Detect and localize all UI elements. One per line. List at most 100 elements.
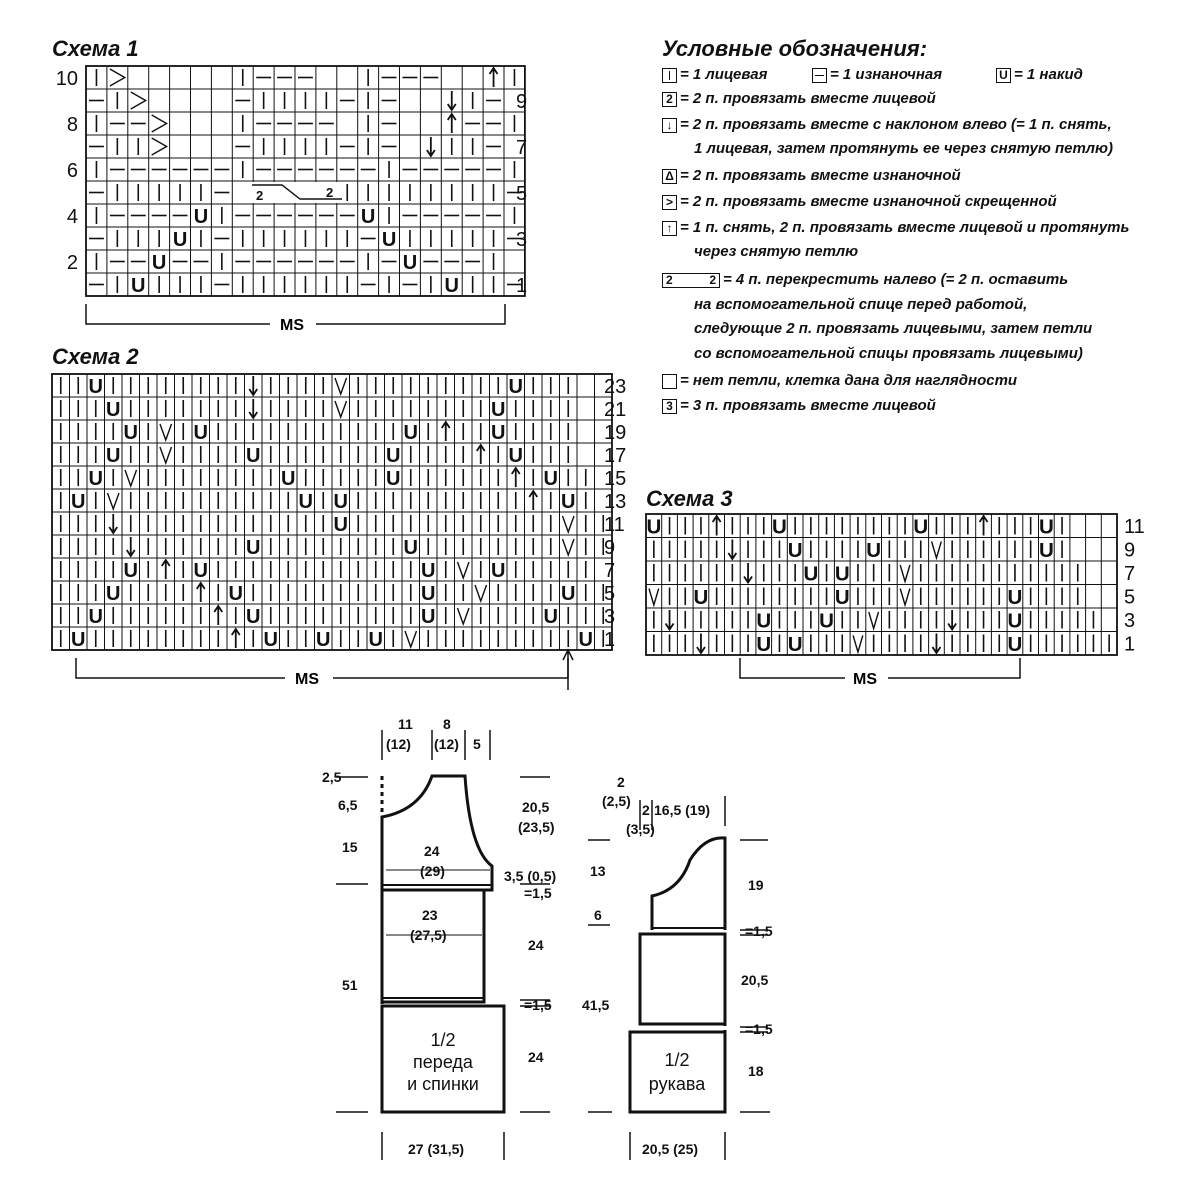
k3tog-symbol: [648, 588, 660, 608]
yarn-over-symbol: U: [316, 629, 330, 651]
yarn-over-symbol: U: [421, 583, 435, 605]
yarn-over-symbol: U: [835, 563, 850, 586]
yarn-over-symbol: U: [334, 491, 348, 513]
dim-label: 27 (31,5): [408, 1141, 464, 1157]
k2tog-symbol-icon: 2: [662, 91, 677, 107]
yarn-over-symbol: U: [382, 229, 396, 251]
scheme3-title: Схема 3: [646, 486, 733, 511]
body-schematic: [336, 730, 550, 1160]
dim-label: (29): [420, 863, 445, 879]
yarn-over-symbol: U: [106, 445, 120, 467]
k3tog-symbol: [334, 377, 348, 397]
cable-symbol: [252, 184, 342, 200]
yarn-over-symbol: U: [131, 275, 145, 297]
arrow-down-symbol: [664, 610, 675, 632]
legend-text: = 1 накид: [1014, 66, 1083, 83]
yarn-over-symbol: U: [788, 633, 803, 656]
k3tog-symbol: [456, 607, 470, 627]
body-dimension-labels: 11 (12) 8 (12) 5 2,5 6,5 15 51 24 (29) 2…: [322, 716, 609, 1157]
yarn-over-symbol: U: [491, 422, 505, 444]
k3tog-symbol: [106, 492, 120, 512]
yarn-over-symbol: U: [756, 610, 771, 633]
legend-k3tog: 3= 3 п. провязать вместе лицевой: [662, 397, 936, 414]
row-number: 5: [516, 183, 527, 205]
row-number: 3: [604, 606, 615, 628]
yarn-over-symbol: U: [334, 514, 348, 536]
yarn-over-symbol: U: [803, 563, 818, 586]
yarn-over-symbol: U: [106, 399, 120, 421]
arrow-up-symbol: [711, 514, 722, 536]
legend-text: = 1 п. снять, 2 п. провязать вместе лице…: [680, 219, 1130, 236]
cable-background: [250, 182, 342, 203]
k3tog-symbol: [561, 538, 575, 558]
dim-label: =1,5: [745, 1021, 773, 1037]
row-number: 5: [604, 583, 615, 605]
k3tog-symbol-icon: 3: [662, 398, 677, 414]
legend-text: на вспомогательной спице перед работой,: [694, 296, 1028, 313]
sleeve-dimension-labels: 2 (2,5) 2 (3,5) 16,5 (19) 13 6 19 =1,5 2…: [590, 774, 773, 1157]
yarn-over-symbol: U: [386, 468, 400, 490]
arrow-up-symbol: [511, 466, 521, 487]
decrease-symbol: [151, 137, 169, 156]
yarn-over-symbol: U: [124, 422, 138, 444]
legend-text: со вспомогательной спицы провязать лицев…: [694, 345, 1083, 362]
row-number: 9: [516, 91, 527, 113]
dim-label: 18: [748, 1063, 764, 1079]
arrow-down-symbol-icon: ↓: [662, 117, 677, 133]
dim-label: 13: [590, 863, 606, 879]
yarn-over-symbol: U: [509, 376, 523, 398]
yarn-over-symbol: U: [866, 539, 881, 562]
yarn-over-symbol: U: [403, 252, 417, 274]
yarn-over-symbol: U: [509, 445, 523, 467]
dim-label: 2: [642, 802, 650, 818]
yarn-over-symbol: U: [229, 583, 243, 605]
p2tog-symbol-icon: Δ: [662, 168, 677, 184]
k3tog-symbol: [899, 564, 911, 584]
dim-label: =1,5: [524, 885, 552, 901]
dim-label: 2,5: [322, 769, 342, 785]
yarn-over-symbol: U: [281, 468, 295, 490]
yarn-over-symbol: U: [788, 539, 803, 562]
yarn-over-symbol: U: [544, 468, 558, 490]
legend-cable-cont1: на вспомогательной спице перед работой,: [694, 296, 1027, 313]
yarn-over-symbol: U: [579, 629, 593, 651]
dim-label: 20,5 (25): [642, 1141, 698, 1157]
legend-ssk-cont: 1 лицевая, затем протянуть ее через снят…: [694, 140, 1113, 157]
arrow-up-symbol: [441, 420, 451, 441]
yarn-over-symbol: U: [106, 583, 120, 605]
dim-label: (27,5): [410, 927, 447, 943]
yarn-over-symbol: U: [404, 422, 418, 444]
dim-label: 8: [443, 716, 451, 732]
scheme2-title: Схема 2: [52, 344, 139, 369]
sleeve-schematic: [588, 796, 770, 1160]
yarn-over-symbol: U: [646, 516, 661, 539]
dim-label: 24: [424, 843, 440, 859]
dim-label: =1,5: [524, 997, 552, 1013]
arrow-up-symbol-icon: ↑: [662, 220, 677, 236]
row-number: 9: [604, 537, 615, 559]
arrow-down-symbol: [108, 514, 118, 535]
yarn-over-symbol: U: [561, 583, 575, 605]
row-number: 7: [516, 137, 527, 159]
legend-p2togtbl: >= 2 п. провязать вместе изнаночной скре…: [662, 193, 1057, 210]
yarn-over-symbol: U: [246, 537, 260, 559]
yarn-over-symbol: U: [491, 560, 505, 582]
yarn-over-symbol: U: [246, 606, 260, 628]
sleeve-label-line1: 1/2: [664, 1050, 689, 1070]
row-number: 23: [604, 376, 626, 398]
legend-title: Условные обозначения:: [662, 36, 928, 61]
arrow-up-symbol: [488, 66, 499, 87]
body-labels: 1/2 переда и спинки: [407, 1030, 479, 1094]
scheme2-ms-label: MS: [295, 671, 319, 688]
knit-symbol-icon: [662, 67, 677, 83]
scheme1-title: Схема 1: [52, 36, 139, 61]
legend-text: 1 лицевая, затем протянуть ее через снят…: [694, 140, 1113, 157]
k3tog-symbol: [159, 423, 173, 443]
arrow-up-symbol: [476, 443, 486, 464]
body-label-line2: переда: [413, 1052, 474, 1072]
dim-label: 6: [594, 907, 602, 923]
row-number: 10: [56, 68, 78, 90]
